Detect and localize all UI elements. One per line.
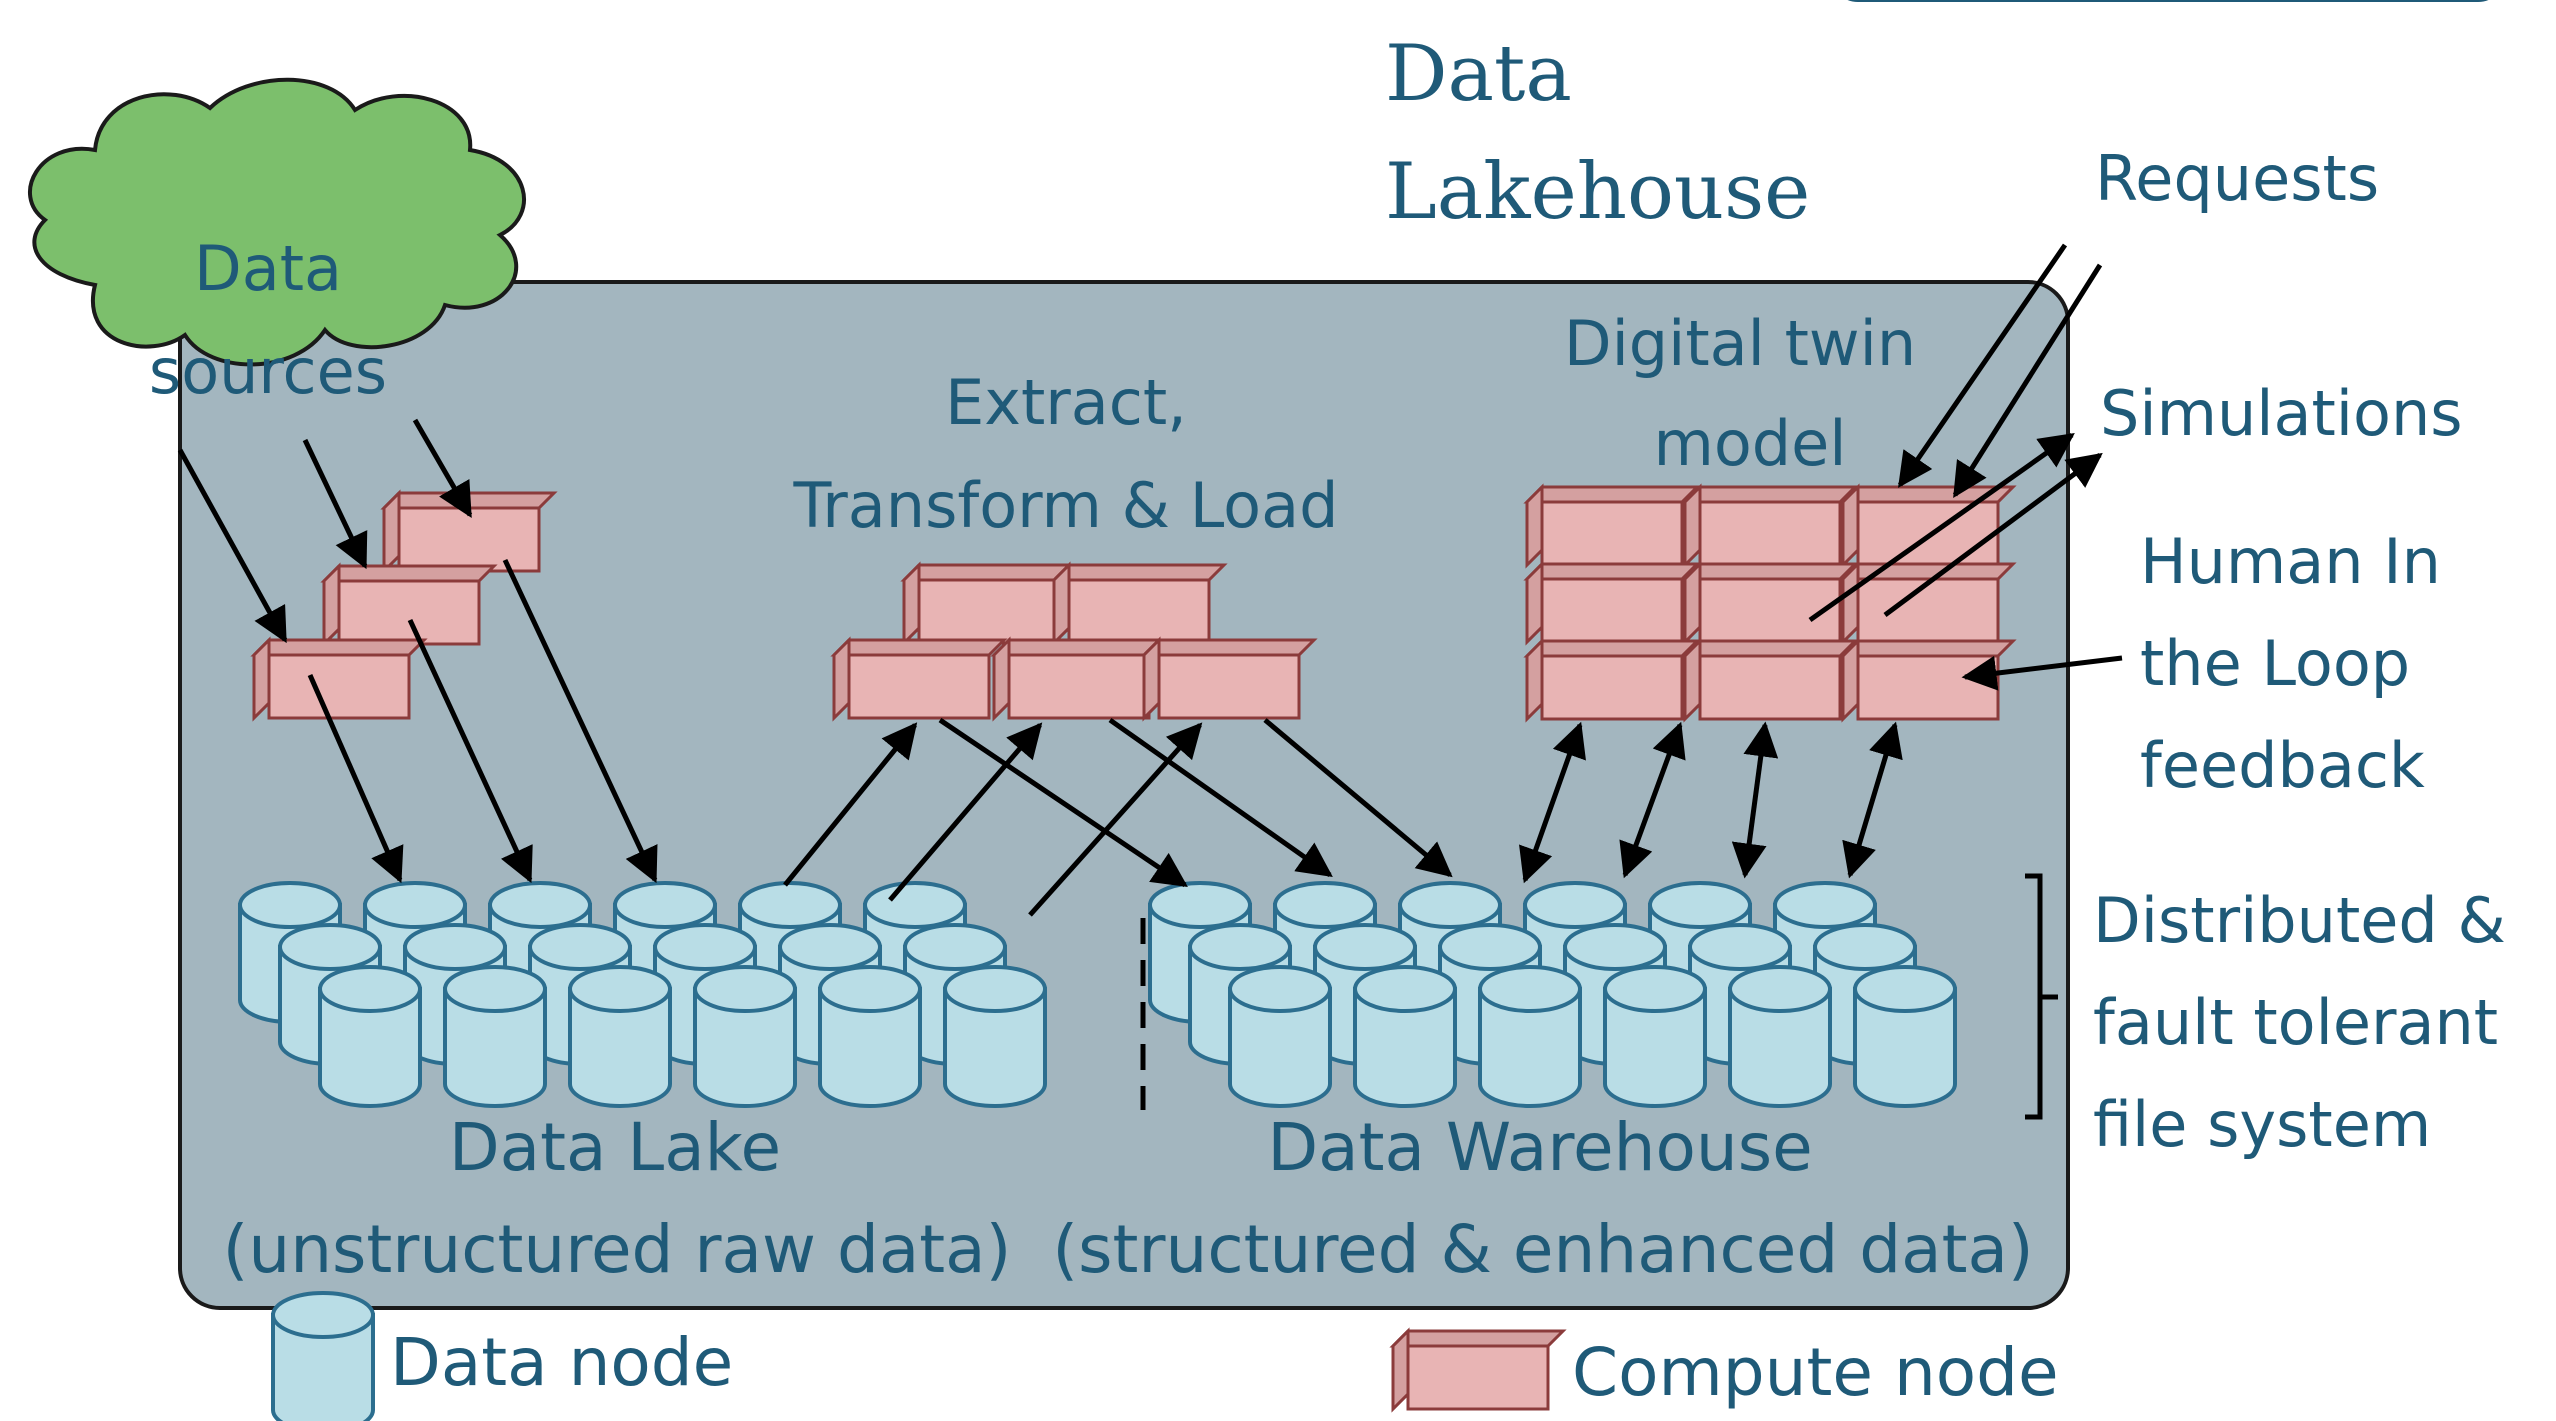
data-warehouse-node (1353, 965, 1457, 1108)
ingest-compute-node (380, 489, 558, 575)
data-lake-node (818, 965, 922, 1108)
human-loop-line3: feedback (2140, 729, 2425, 802)
warehouse-desc: (structured & enhanced data) (1052, 1211, 2033, 1288)
digital-twin-compute-node (1839, 637, 2017, 723)
data-warehouse-node (1728, 965, 1832, 1108)
digital-twin-compute-node (1839, 560, 2017, 646)
data-lake-node (693, 965, 797, 1108)
twin-warehouse-arrow (1619, 721, 1686, 879)
compute-node-cluster (250, 483, 2017, 723)
data-node-cluster (238, 881, 1957, 1108)
human-loop-arrow (1961, 655, 2123, 691)
etl-compute-node (1050, 561, 1228, 647)
ingest-to-lake-arrow (502, 558, 658, 884)
filesystem-bracket (2025, 873, 2058, 1120)
ingest-arrow (177, 448, 288, 644)
digital-twin-compute-node (1523, 637, 1701, 723)
requests-label: Requests (2095, 142, 2379, 215)
digital-twin-compute-node (1523, 560, 1701, 646)
simulations-label: Simulations (2100, 377, 2463, 450)
digital-twin-compute-node (1681, 637, 1859, 723)
filesystem-line2: fault tolerant (2093, 986, 2498, 1059)
requests-arrow (1897, 243, 2068, 488)
etl-compute-node (990, 636, 1168, 722)
ingest-compute-node (250, 636, 428, 722)
data-sources-line2: sources (149, 335, 387, 408)
title-line2: Lakehouse (1385, 147, 1810, 237)
ingest-arrow (302, 438, 368, 570)
twin-warehouse-arrow (1731, 721, 1779, 879)
ingest-compute-node (320, 562, 498, 648)
ingest-to-lake-arrow (407, 618, 533, 884)
data-lake-node (568, 965, 672, 1108)
lake-to-etl-arrow (783, 722, 918, 887)
legend-compute-box (1389, 1327, 1567, 1413)
human-loop-line1: Human In (2140, 525, 2441, 598)
simulations-arrow (1808, 432, 2075, 623)
requests-arrow (1952, 263, 2103, 498)
etl-compute-node (1140, 636, 1318, 722)
data-warehouse-node (1603, 965, 1707, 1108)
twin-warehouse-arrow (1519, 721, 1586, 884)
lake-to-etl-arrow (1028, 722, 1203, 917)
etl-line1: Extract, (945, 366, 1187, 439)
filesystem-line1: Distributed & (2093, 884, 2506, 957)
legend-data-node-icon (271, 1291, 375, 1421)
lake-desc: (unstructured raw data) (223, 1211, 1012, 1288)
data-lake-node (318, 965, 422, 1108)
data-warehouse-node (1228, 965, 1332, 1108)
twin-warehouse-arrow (1842, 721, 1903, 879)
ingest-arrow (412, 418, 473, 519)
legend-compute-node-label: Compute node (1572, 1334, 2059, 1411)
etl-compute-node (900, 561, 1078, 647)
simulations-arrow (1883, 452, 2103, 618)
ingest-to-lake-arrow (307, 673, 404, 884)
digital-twin-compute-node (1523, 483, 1701, 569)
flow-arrows-foreground (177, 243, 2123, 917)
data-sources-cloud (27, 77, 526, 367)
digital-twin-line1: Digital twin (1564, 307, 1916, 380)
legend-cylinder (271, 1291, 375, 1421)
data-sources-line1: Data (194, 232, 342, 305)
etl-line2: Transform & Load (793, 469, 1339, 542)
data-warehouse-node (1853, 965, 1957, 1108)
digital-twin-compute-node (1681, 560, 1859, 646)
etl-to-warehouse-arrow (938, 717, 1188, 888)
lake-name: Data Lake (449, 1109, 781, 1186)
data-lake-node (943, 965, 1047, 1108)
legend-data-node-label: Data node (390, 1324, 733, 1401)
data-warehouse-node (1478, 965, 1582, 1108)
lake-to-etl-arrow (888, 722, 1043, 902)
legend-compute-node-icon (1389, 1327, 1567, 1413)
digital-twin-line2: model (1653, 407, 1846, 480)
filesystem-line3: file system (2093, 1088, 2431, 1161)
human-loop-line2: the Loop (2140, 627, 2410, 700)
etl-compute-node (830, 636, 1008, 722)
etl-to-warehouse-arrow (1108, 717, 1333, 878)
data-lake-node (443, 965, 547, 1108)
warehouse-name: Data Warehouse (1267, 1109, 1812, 1186)
etl-to-warehouse-arrow (1263, 718, 1453, 878)
title-line1: Data (1385, 29, 1572, 119)
digital-twin-compute-node (1681, 483, 1859, 569)
digital-twin-compute-node (1839, 483, 2017, 569)
